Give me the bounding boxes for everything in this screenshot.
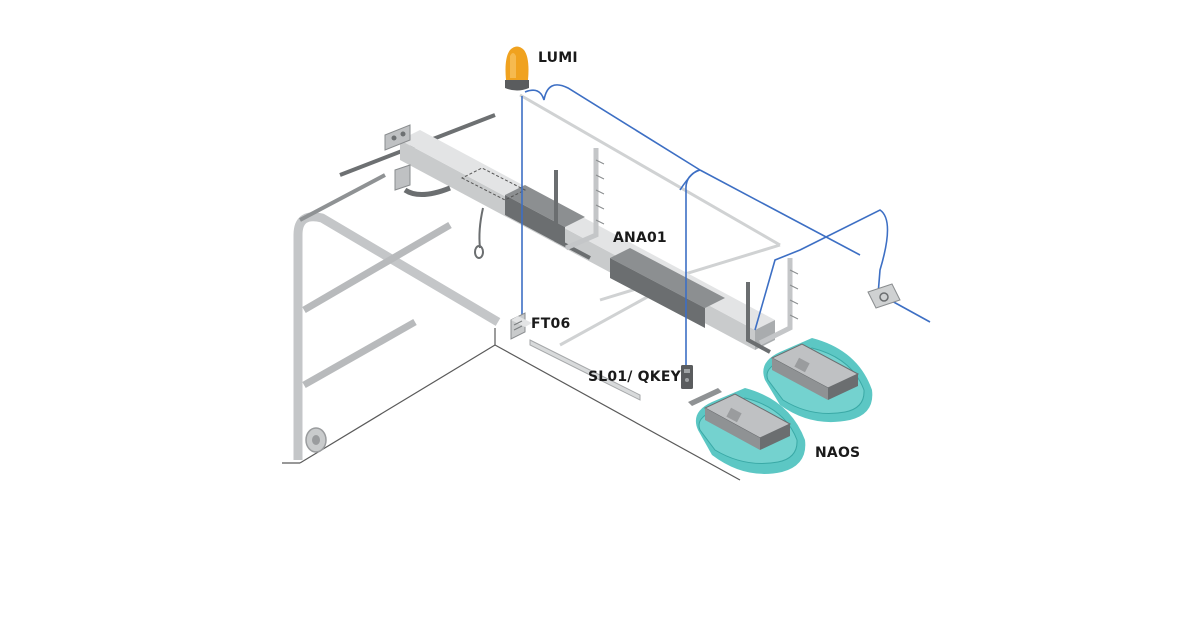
ceiling-hanger-1 [554, 148, 605, 260]
floor-threshold [529, 339, 641, 401]
key-switch-wall [867, 283, 901, 309]
ft06-photocell-icon [510, 312, 532, 340]
sl01-qkey-keypad-icon [681, 365, 693, 389]
release-cord [474, 207, 484, 259]
label-naos: NAOS [815, 445, 861, 461]
label-ft06: FT06 [531, 316, 571, 332]
lumi-lamp-icon [505, 46, 529, 91]
wiring [521, 84, 931, 365]
naos-motor-front [688, 388, 806, 474]
head-bracket [384, 124, 451, 197]
label-sl01-qkey: SL01/ QKEY [588, 369, 681, 385]
door-roller [305, 427, 327, 453]
door-track [293, 113, 501, 460]
label-ana01: ANA01 [613, 230, 667, 246]
label-lumi: LUMI [538, 50, 578, 66]
room-outline [282, 328, 741, 481]
ceiling-hanger-2 [746, 258, 799, 354]
naos-motor-back [763, 338, 873, 423]
ceiling-rail-back [519, 93, 781, 347]
